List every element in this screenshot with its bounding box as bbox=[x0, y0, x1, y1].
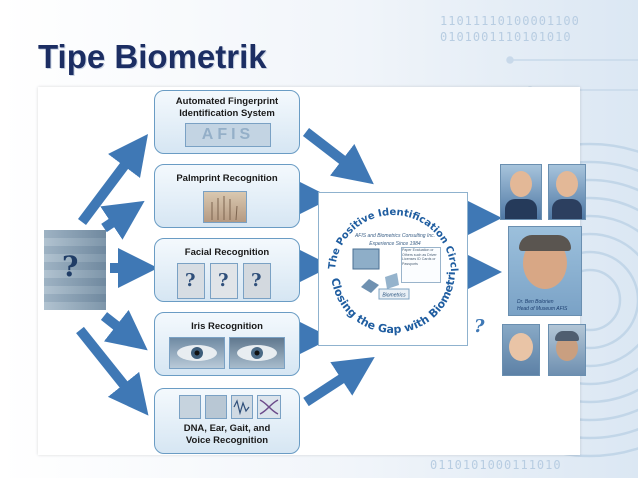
circle-inner-line2: Experience Since 1984 bbox=[369, 241, 421, 247]
question-mark: ? bbox=[62, 250, 79, 283]
slide-title: Tipe Biometrik bbox=[38, 38, 267, 75]
iris-image bbox=[169, 337, 225, 369]
afis-label-line1: Automated Fingerprint bbox=[175, 96, 279, 107]
gait-image bbox=[205, 395, 227, 419]
arrow bbox=[100, 309, 148, 351]
circle-note: Paper Evaluation or Others such as Drive… bbox=[401, 247, 441, 283]
iris-label: Iris Recognition bbox=[191, 321, 263, 332]
binary-digits: 0110101000111010 bbox=[430, 458, 562, 472]
afis-box: Automated Fingerprint Identification Sys… bbox=[154, 90, 300, 154]
main-portrait: Dr. Ben Bolorien Head of Museum AFIS bbox=[508, 226, 582, 316]
dna-image bbox=[257, 395, 281, 419]
face-thumbnail: ? bbox=[243, 263, 271, 299]
circle-inner-line1: AFIS and Biometrics Consulting Inc. bbox=[354, 233, 435, 239]
person-photo bbox=[500, 164, 542, 220]
child-photo bbox=[502, 324, 540, 376]
face-thumbnail: ? bbox=[177, 263, 205, 299]
circle-graphic: The Positive Identification Circle : Clo… bbox=[316, 183, 459, 336]
binary-digits: 11011110100001100 bbox=[440, 14, 580, 28]
face-thumbnail: ? bbox=[210, 263, 238, 299]
iris-image bbox=[229, 337, 285, 369]
identification-circle: The Positive Identification Circle : Clo… bbox=[316, 183, 468, 346]
arrow bbox=[100, 200, 145, 240]
portrait-caption-line1: Dr. Ben Bolorien bbox=[517, 299, 554, 305]
circle-thumbnail bbox=[352, 248, 380, 270]
dna-label-line2: Voice Recognition bbox=[185, 435, 269, 446]
palmprint-image bbox=[203, 191, 247, 223]
binary-digits: 0101001110101010 bbox=[440, 30, 572, 44]
facial-box: Facial Recognition ? ? ? bbox=[154, 238, 300, 302]
arrow bbox=[302, 128, 374, 185]
palmprint-box: Palmprint Recognition bbox=[154, 164, 300, 228]
dna-box: DNA, Ear, Gait, and Voice Recognition bbox=[154, 388, 300, 454]
afis-label-line2: Identification System bbox=[179, 108, 275, 119]
arrow bbox=[76, 326, 149, 416]
question-mark: ? bbox=[185, 270, 196, 291]
dna-label-line1: DNA, Ear, Gait, and bbox=[183, 423, 271, 434]
arrow bbox=[303, 357, 375, 407]
afis-logo: AFIS bbox=[185, 123, 271, 147]
facial-label: Facial Recognition bbox=[184, 247, 270, 258]
ear-image bbox=[179, 395, 201, 419]
question-mark: ? bbox=[251, 270, 262, 291]
voice-image bbox=[231, 395, 253, 419]
result-question-mark: ? bbox=[474, 316, 485, 337]
arrow bbox=[78, 134, 148, 225]
person-photo bbox=[548, 164, 586, 220]
circle-badge: Biometrics bbox=[382, 293, 406, 299]
portrait-caption-line2: Head of Museum AFIS bbox=[517, 306, 568, 312]
iris-box: Iris Recognition bbox=[154, 312, 300, 376]
palmprint-label: Palmprint Recognition bbox=[176, 173, 278, 184]
unknown-person-image bbox=[44, 230, 106, 310]
question-mark: ? bbox=[218, 270, 229, 291]
person-photo bbox=[548, 324, 586, 376]
